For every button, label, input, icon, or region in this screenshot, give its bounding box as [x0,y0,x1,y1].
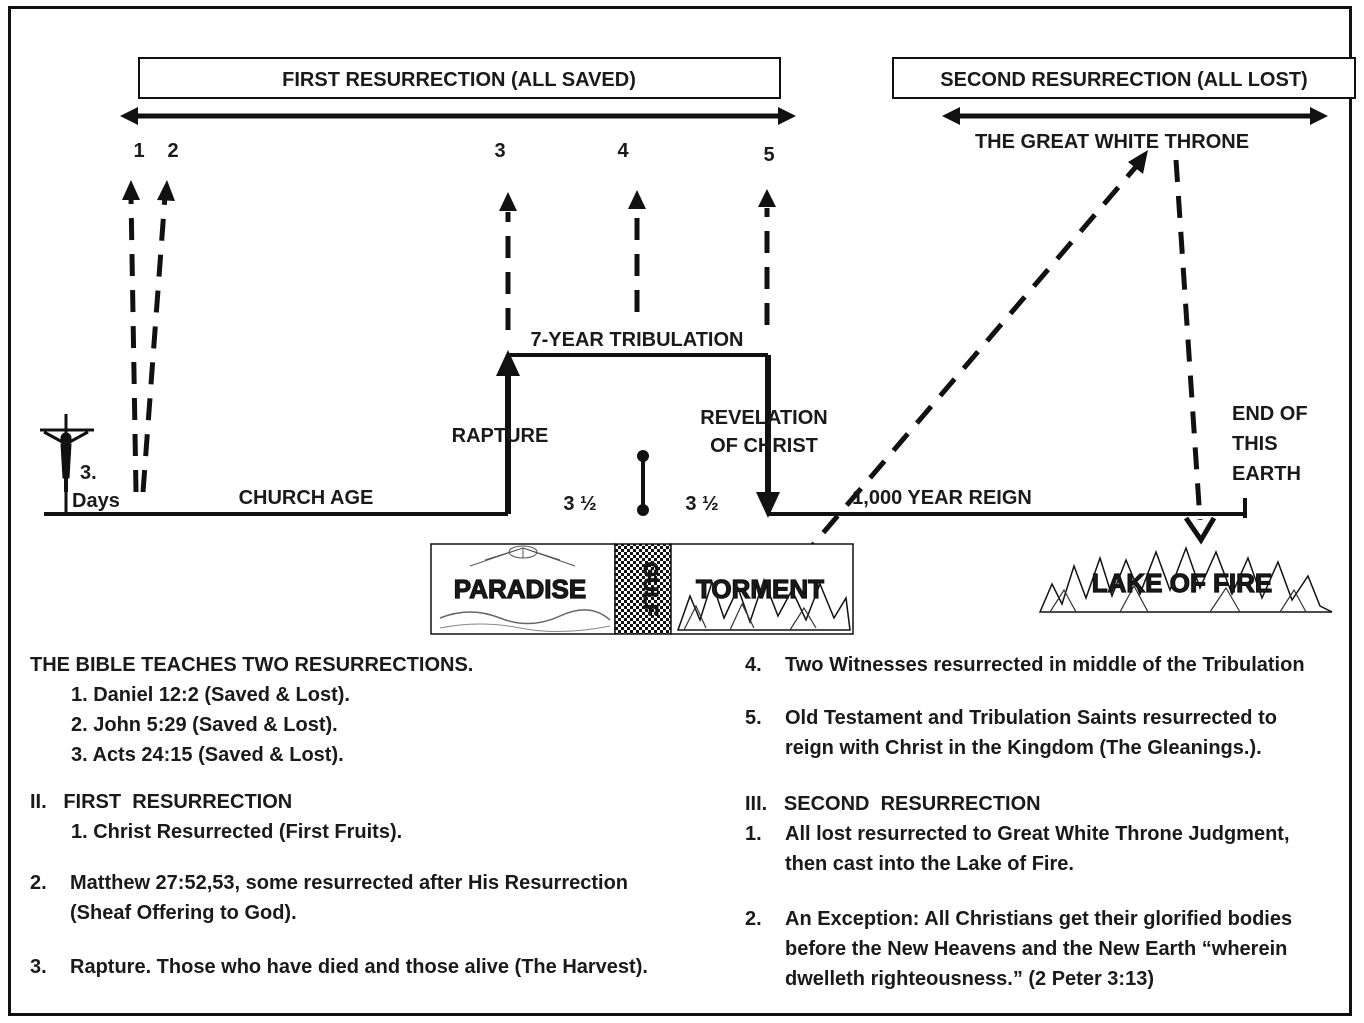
marker-4: 4 [617,140,629,162]
notes-right-n2-line2: before the New Heavens and the New Earth… [785,938,1288,960]
notes-right-n2-number: 2. [745,908,762,930]
crucifix-icon [40,414,94,516]
notes-right-n1-number: 1. [745,823,762,845]
end-label-3: EARTH [1232,463,1301,485]
rapture-label: RAPTURE [452,425,549,447]
notes-left-item-3: 3. Acts 24:15 (Saved & Lost). [71,744,344,766]
notes-left-heading: THE BIBLE TEACHES TWO RESURRECTIONS. [30,654,474,676]
half-left-label: 3 ½ [563,493,596,515]
notes-left-section2: II. FIRST RESURRECTION [30,791,293,813]
torment-picture: TORMENT [670,543,854,635]
first-resurrection-header: FIRST RESURRECTION (ALL SAVED) [282,69,636,91]
notes-right-item-n2: 2. An Exception: All Christians get their… [745,904,1292,994]
marker-3: 3 [494,140,505,162]
lake-of-fire-picture: LAKE OF FIRE [1038,545,1333,613]
paradise-label: PARADISE [454,574,586,604]
revelation-arrowhead [756,492,780,518]
days-label-1: 3. [80,462,97,484]
notes-right-item-n1: 1. All lost resurrected to Great White Th… [745,819,1290,879]
gulf-picture: GULF [614,543,672,635]
notes-left-item-n3: 3. Rapture. Those who have died and those… [30,952,648,982]
notes-left-item-n2: 2. Matthew 27:52,53, some resurrected aft… [30,868,628,928]
notes-left-item-1: 1. Daniel 12:2 (Saved & Lost). [71,684,350,706]
notes-right-section3: III. SECOND RESURRECTION [745,793,1041,815]
notes-right-n4-number: 4. [745,654,762,676]
diagram-frame [8,6,1352,1016]
dashed-arrow-throne-to-lake [1173,159,1203,521]
notes-left-n2-line2: (Sheaf Offering to God). [70,902,297,924]
second-resurrection-box [892,57,1356,99]
days-label-2: Days [72,490,120,512]
end-label-2: THIS [1232,433,1278,455]
notes-left-section2-item: 1. Christ Resurrected (First Fruits). [71,821,403,843]
gulf-label: GULF [639,562,661,616]
notes-right-n2-line3: dwelleth righteousness.” (2 Peter 3:13) [785,968,1154,990]
arrowhead-3 [499,192,517,211]
notes-right-item-n5: 5. Old Testament and Tribulation Saints r… [745,703,1277,763]
notes-right-n5-line1: Old Testament and Tribulation Saints res… [785,707,1277,729]
end-label-1: END OF [1232,403,1308,425]
reign-label: 1,000 YEAR REIGN [852,487,1032,509]
church-age-label: CHURCH AGE [239,487,374,509]
arrowhead-5 [758,189,776,207]
dashed-arrow-2 [140,195,168,493]
arrowhead-lake [1183,516,1217,545]
torment-label: TORMENT [696,574,824,604]
notes-left-n3-number: 3. [30,956,47,978]
notes-right-n5-line2: reign with Christ in the Kingdom (The Gl… [785,737,1262,759]
arrowhead-4 [628,190,646,209]
marker-5: 5 [763,144,774,166]
notes-right-n2-line1: An Exception: All Christians get their g… [785,908,1293,930]
arrowhead-throne [1128,150,1148,174]
lake-of-fire-label: LAKE OF FIRE [1092,568,1273,598]
notes-left-n2-number: 2. [30,872,47,894]
notes-left-n3-line1: Rapture. Those who have died and those a… [70,956,648,978]
notes-left-item-2: 2. John 5:29 (Saved & Lost). [71,714,338,736]
great-white-throne-label: THE GREAT WHITE THRONE [975,131,1249,153]
paradise-picture: PARADISE [430,543,616,635]
arrowhead-2 [157,180,175,201]
arrowhead-1 [122,180,140,200]
first-resurrection-box [138,57,781,99]
notes-left-n2-line1: Matthew 27:52,53, some resurrected after… [70,872,628,894]
dashed-arrow-torment-to-throne [798,160,1142,562]
revelation-label-2: OF CHRIST [710,435,818,457]
notes-right-item-n4: 4. Two Witnesses resurrected in middle of… [745,650,1305,680]
first-span-arrow [120,107,796,125]
second-span-arrow [942,107,1328,125]
second-resurrection-header: SECOND RESURRECTION (ALL LOST) [940,69,1307,91]
dashed-arrow-1 [128,195,139,493]
marker-1: 1 [133,140,144,162]
notes-right-n1-line2: then cast into the Lake of Fire. [785,853,1074,875]
half-right-label: 3 ½ [685,493,718,515]
notes-right-n4-line1: Two Witnesses resurrected in middle of t… [785,654,1305,676]
marker-2: 2 [167,140,178,162]
rapture-arrowhead [496,350,520,376]
notes-right-n1-line1: All lost resurrected to Great White Thro… [785,823,1290,845]
mid-tribulation-marker [637,450,649,516]
tribulation-label: 7-YEAR TRIBULATION [531,329,744,351]
notes-right-n5-number: 5. [745,707,762,729]
revelation-label-1: REVELATION [700,407,827,429]
